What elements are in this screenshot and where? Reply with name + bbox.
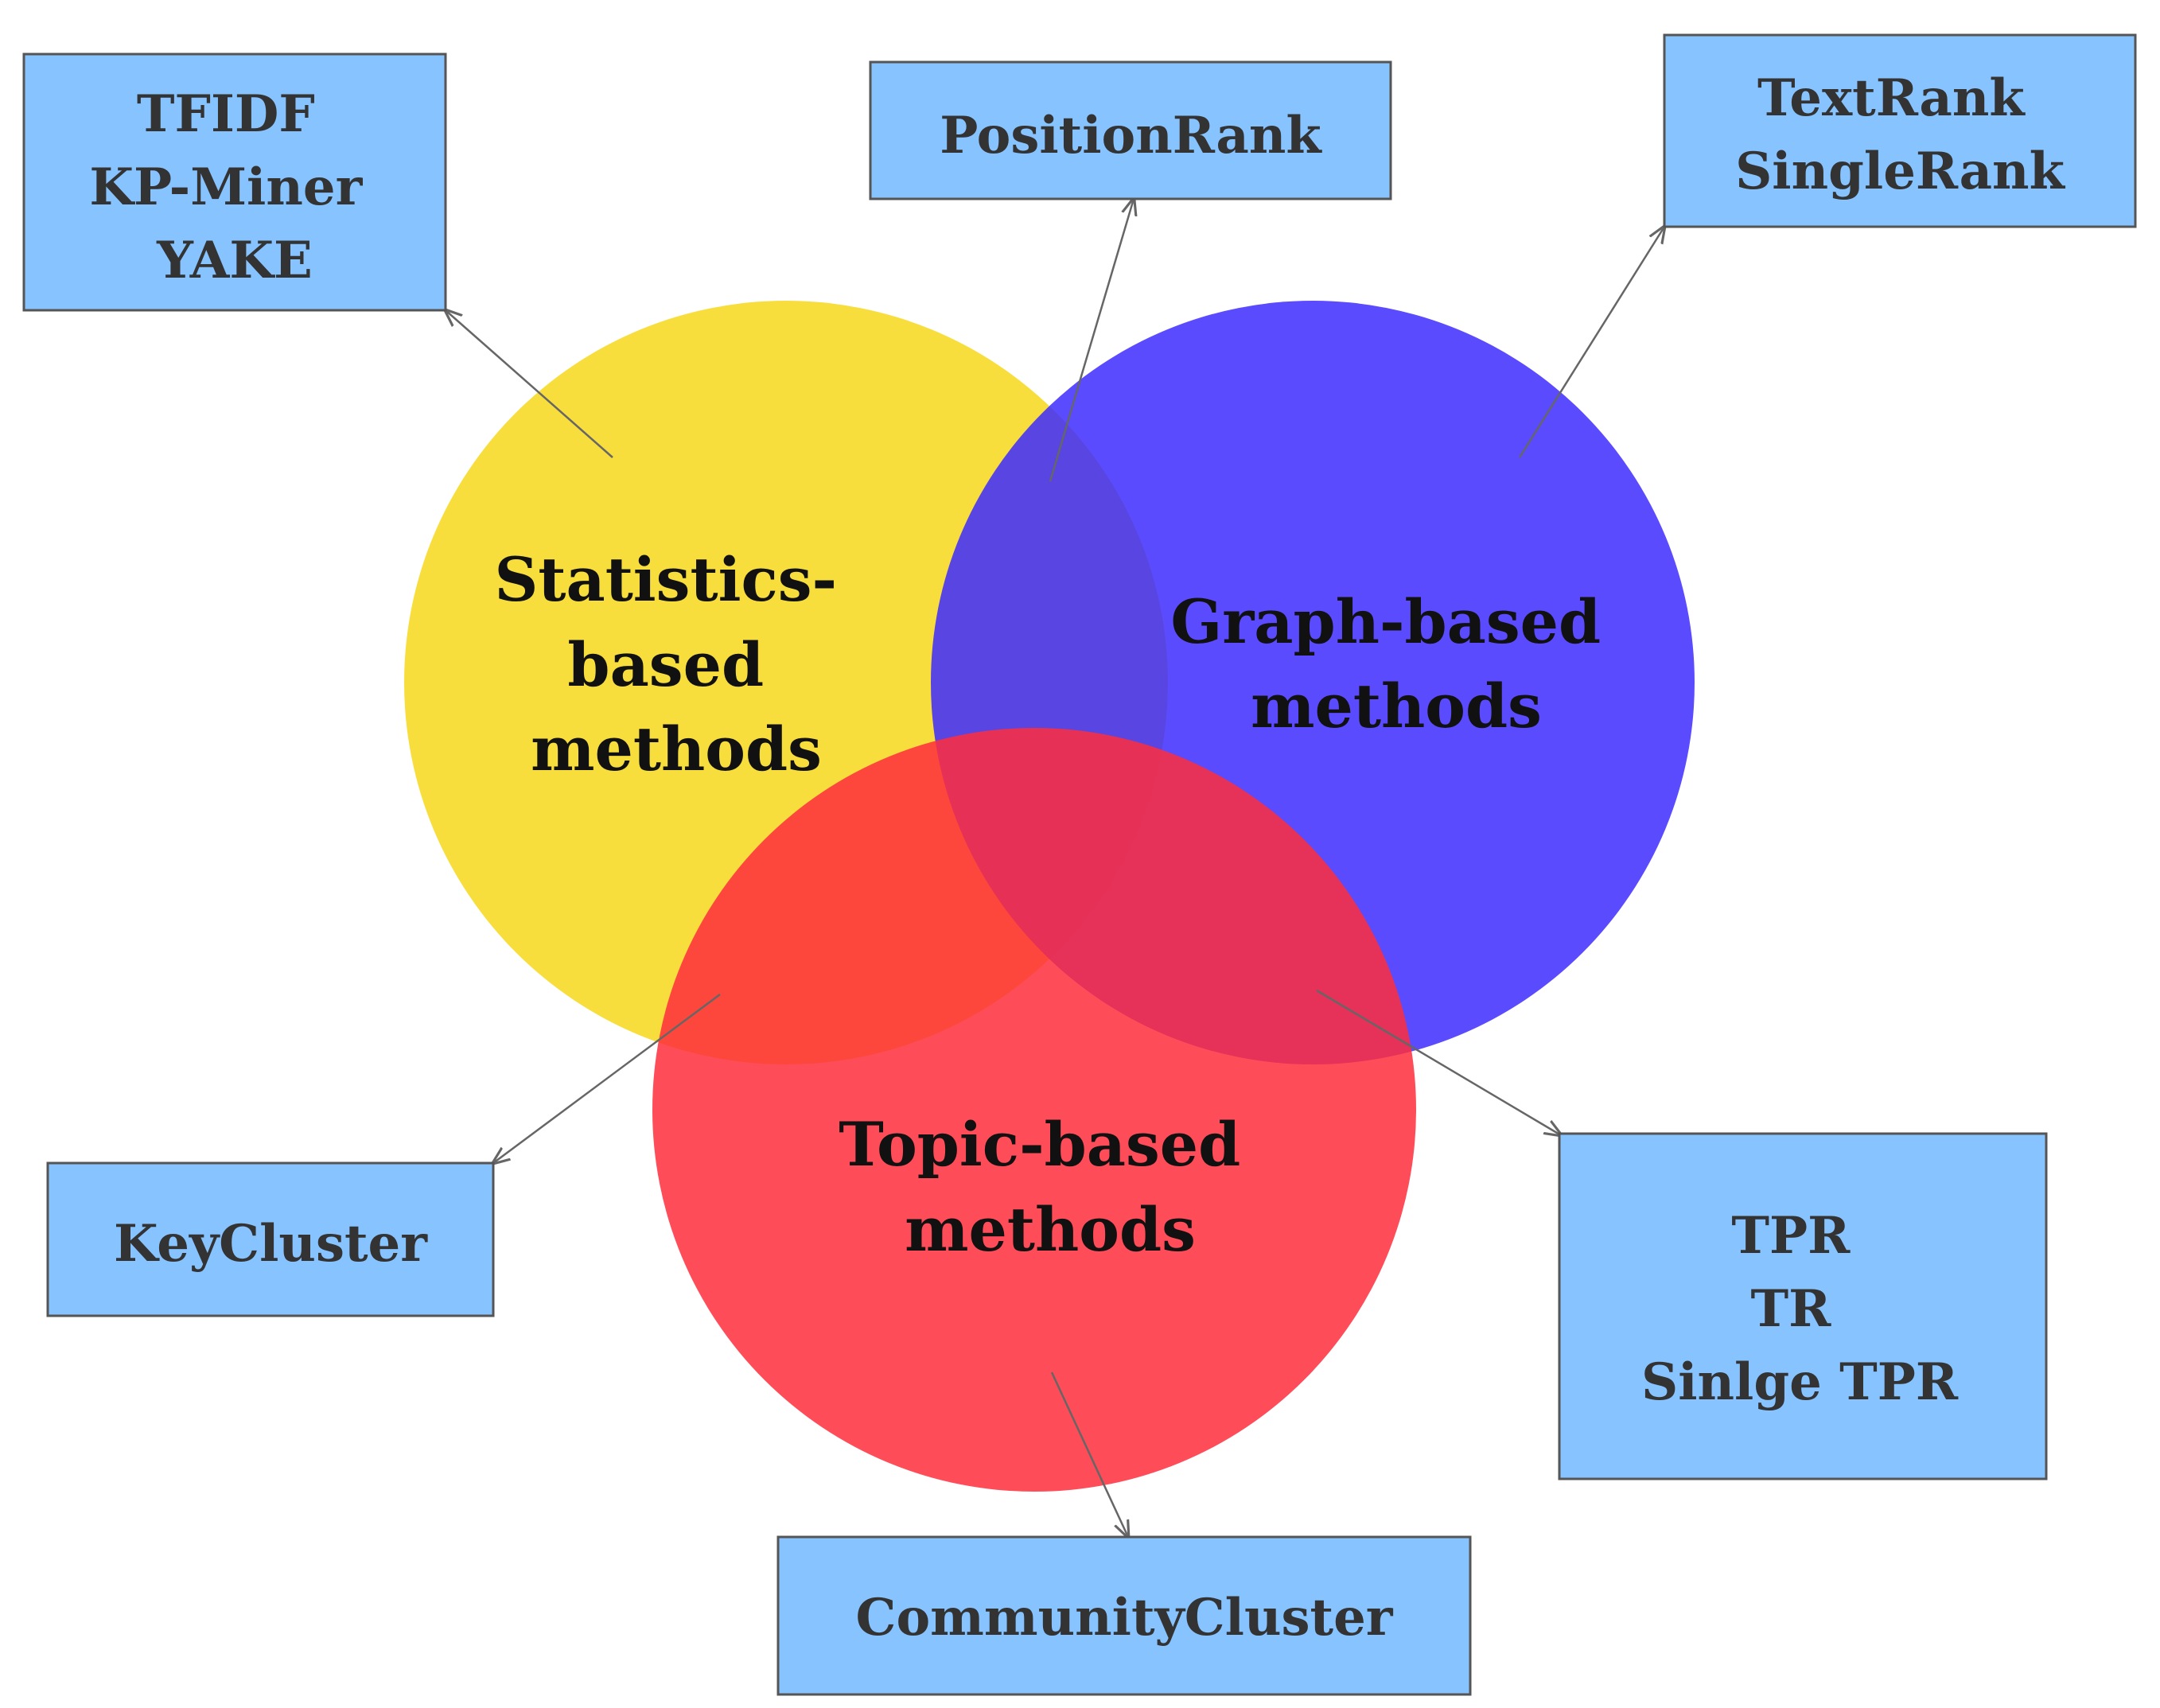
box-statistics-text: TFIDF KP-Miner YAKE (89, 84, 379, 290)
box-statistics-line-2: KP-Miner (89, 158, 363, 217)
method-box-statistics: TFIDF KP-Miner YAKE (22, 53, 447, 312)
box-topic-line-1: CommunityCluster (856, 1588, 1394, 1648)
box-statistics-topic-line-1: KeyCluster (114, 1214, 428, 1274)
connector-statistics-graph (1049, 199, 1134, 482)
method-box-statistics-graph: PositionRank (869, 60, 1392, 200)
method-box-statistics-topic: KeyCluster (46, 1161, 495, 1317)
box-statistics-rect (22, 53, 447, 312)
box-graph-topic-rect (1558, 1132, 2048, 1480)
box-statistics-topic-text: KeyCluster (114, 1214, 428, 1274)
connector-topic (1050, 1371, 1128, 1537)
box-graph-text: TextRank SingleRank (1735, 68, 2066, 201)
box-statistics-graph-rect (869, 60, 1392, 200)
box-graph-line-2: SingleRank (1735, 142, 2066, 201)
connector-graph (1518, 227, 1664, 458)
box-graph-topic-line-1: TPR (1731, 1206, 1851, 1266)
graph-circle-label: Graph-based methods (1170, 586, 1621, 741)
box-graph-topic-line-2: TR (1750, 1279, 1831, 1339)
method-box-graph-topic: TPR TR Sinlge TPR (1558, 1132, 2048, 1480)
box-graph-rect (1663, 33, 2137, 228)
topic-circle (652, 728, 1416, 1492)
box-statistics-line-3: YAKE (156, 231, 313, 290)
method-box-topic: CommunityCluster (776, 1535, 1472, 1696)
box-topic-rect (776, 1535, 1472, 1696)
method-box-graph: TextRank SingleRank (1663, 33, 2137, 228)
graph-label-line-2: methods (1251, 671, 1542, 741)
box-graph-topic-line-3: Sinlge TPR (1641, 1352, 1959, 1412)
connector-statistics (446, 310, 613, 458)
connector-graph-topic (1316, 989, 1561, 1135)
connector-statistics-topic (493, 993, 721, 1163)
topic-label-line-1: Topic-based (839, 1109, 1240, 1180)
box-statistics-line-1: TFIDF (137, 84, 315, 144)
box-statistics-graph-text: PositionRank (940, 106, 1322, 165)
box-graph-line-1: TextRank (1757, 68, 2026, 128)
box-graph-topic-text: TPR TR Sinlge TPR (1641, 1206, 1959, 1412)
statistics-label-line-2: based (567, 629, 764, 700)
statistics-circle-label: Statistics- based methods (494, 544, 858, 784)
connectors (446, 199, 1664, 1537)
venn-circles (404, 301, 1695, 1492)
box-topic-text: CommunityCluster (856, 1588, 1394, 1648)
box-statistics-graph-line-1: PositionRank (940, 106, 1322, 165)
topic-circle-label: Topic-based methods (839, 1109, 1262, 1265)
graph-label-line-1: Graph-based (1170, 586, 1601, 657)
topic-label-line-2: methods (905, 1194, 1196, 1265)
statistics-label-line-1: Statistics- (494, 544, 837, 615)
box-statistics-topic-rect (46, 1161, 495, 1317)
statistics-label-line-3: methods (531, 714, 822, 784)
